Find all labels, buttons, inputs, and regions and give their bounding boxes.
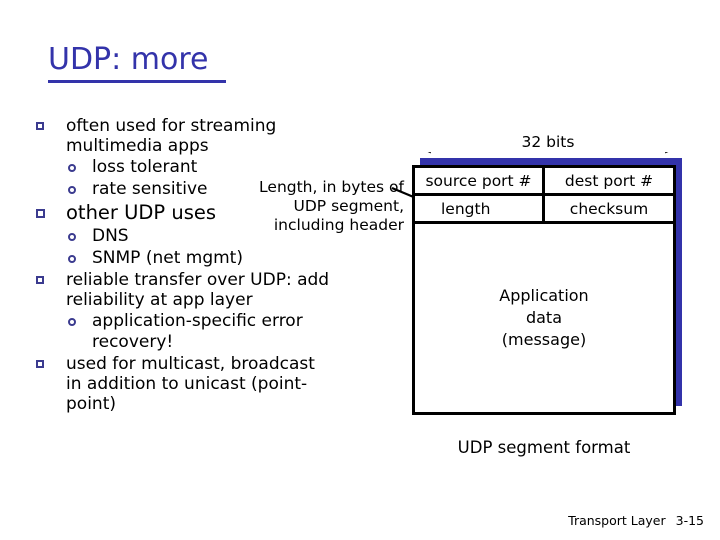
payload-line-2: data	[525, 308, 563, 327]
circle-bullet-icon	[68, 233, 76, 241]
checksum-cell: checksum	[569, 199, 649, 218]
list-item-label: used for multicast, broadcast in additio…	[66, 354, 315, 414]
payload-line-3: (message)	[501, 330, 587, 349]
payload-line-1: Application	[499, 286, 589, 305]
table-row: length checksum	[415, 196, 673, 224]
bullet-list: often used for streaming multimedia apps…	[34, 116, 334, 415]
list-item: reliable transfer over UDP: add reliabil…	[34, 270, 334, 310]
square-bullet-icon	[36, 122, 44, 130]
source-port-cell: source port #	[415, 168, 545, 193]
title-underline	[48, 80, 226, 83]
bit-width-measure: 32 bits	[411, 132, 685, 156]
page-title: UDP: more	[48, 42, 209, 77]
list-item-label: application-specific error recovery!	[92, 311, 303, 352]
footer: Transport Layer 3-15	[568, 513, 704, 528]
circle-bullet-icon	[68, 186, 76, 194]
bit-width-label: 32 bits	[412, 132, 684, 152]
list-item: other UDP uses	[34, 201, 334, 225]
list-item-label: loss tolerant	[92, 157, 198, 177]
list-item-label: rate sensitive	[92, 179, 208, 199]
list-item-label: DNS	[92, 226, 129, 246]
square-bullet-icon	[36, 209, 45, 218]
footer-course: Transport Layer	[568, 513, 666, 528]
list-item-label: SNMP (net mgmt)	[92, 248, 243, 268]
circle-bullet-icon	[68, 164, 76, 172]
list-item: rate sensitive	[34, 179, 334, 200]
list-item-label: often used for streaming multimedia apps	[66, 116, 277, 156]
bit-width-text: 32 bits	[515, 133, 581, 151]
square-bullet-icon	[36, 276, 44, 284]
length-annotation: Length, in bytes of UDP segment, includi…	[259, 178, 404, 234]
dest-port-cell: dest port #	[564, 171, 654, 190]
list-item: DNS	[34, 226, 334, 247]
list-item: application-specific error recovery!	[34, 311, 334, 353]
list-item-label: reliable transfer over UDP: add reliabil…	[66, 270, 330, 310]
square-bullet-icon	[36, 360, 44, 368]
list-item: used for multicast, broadcast in additio…	[34, 354, 334, 414]
list-item: loss tolerant	[34, 157, 334, 178]
list-item-label: other UDP uses	[66, 201, 217, 224]
circle-bullet-icon	[68, 318, 76, 326]
udp-segment-diagram: source port # dest port # length checksu…	[412, 165, 676, 415]
length-cell: length	[415, 196, 545, 221]
application-data-cell: Application data (message)	[415, 224, 673, 412]
diagram-caption: UDP segment format	[457, 438, 631, 457]
table-row: source port # dest port #	[415, 168, 673, 196]
circle-bullet-icon	[68, 255, 76, 263]
list-item: SNMP (net mgmt)	[34, 248, 334, 269]
application-data-label: Application data (message)	[499, 285, 588, 351]
list-item: often used for streaming multimedia apps	[34, 116, 334, 156]
footer-page-number: 3-15	[675, 513, 704, 528]
